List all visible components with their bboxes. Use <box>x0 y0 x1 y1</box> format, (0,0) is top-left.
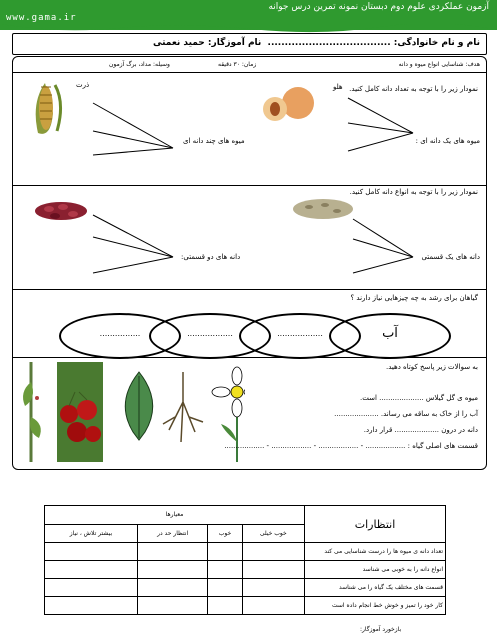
grade-cell[interactable] <box>44 596 138 615</box>
section1-instruction: نمودار زیر را با توجه به تعداد دانه کامل… <box>349 85 478 93</box>
grade-cell[interactable] <box>136 596 209 615</box>
grade-cell[interactable] <box>241 542 306 561</box>
level-header: انتظار حد در <box>136 523 209 543</box>
grade-cell[interactable] <box>136 560 209 579</box>
level-header: بیشتر تلاش ، نیاز <box>44 523 138 543</box>
vine-icon <box>23 362 41 462</box>
student-name-label: نام و نام خانوادگی: ....................… <box>267 38 480 48</box>
peach-label: هلو <box>333 83 343 91</box>
plant-images <box>23 362 245 462</box>
time-text: زمان: ۳۰ دقیقه <box>218 61 257 68</box>
one-part-seeds-label: دانه های یک قسمتی <box>421 253 480 261</box>
divider <box>13 72 486 73</box>
question-1: میوه ی گل گیلاس .................... است… <box>360 394 478 402</box>
expectation-row-label: قسمت های مختلف یک گیاه را می شناسد <box>304 578 446 597</box>
grade-cell[interactable] <box>207 596 243 615</box>
roots-icon <box>162 372 204 443</box>
single-seed-label: میوه های یک دانه ای : <box>415 137 480 145</box>
level-header: خوب <box>207 523 243 543</box>
needs-ovals: ................ .................. ....… <box>59 313 451 359</box>
corn-icon <box>35 83 62 134</box>
banner-title: آزمون عملکردی علوم دوم دبستان نمونه تمری… <box>268 2 489 12</box>
banner-wave <box>0 24 497 33</box>
question-4: قسمت های اصلی گیاه : .................. … <box>224 442 478 450</box>
grade-cell[interactable] <box>136 542 209 561</box>
tools-text: وسیله: مداد، برگ آزمون <box>109 61 170 68</box>
grade-cell[interactable] <box>241 578 306 597</box>
cherries-icon <box>57 362 103 462</box>
header-banner <box>0 0 497 33</box>
section2-diagram <box>35 199 414 274</box>
expectation-row-label: انواع دانه را به خوبی می شناسد <box>304 560 446 579</box>
expectations-header: انتظارات <box>304 505 446 543</box>
question-3: دانه در درون .................... قرار د… <box>363 426 478 434</box>
teacher-feedback-label: بازخورد آموزگار: <box>360 626 402 633</box>
section1-diagram <box>35 83 414 156</box>
expectation-row-label: کار خود را تمیز و خوش خط انجام داده است <box>304 596 446 615</box>
grade-cell[interactable] <box>207 560 243 579</box>
level-header: خوب خیلی <box>241 523 306 543</box>
grade-cell[interactable] <box>207 578 243 597</box>
worksheet-box: هدف: شناسایی انواع میوه و دانه زمان: ۳۰ … <box>12 56 487 470</box>
teacher-name-label: نام آموزگار: حمید نعمتی <box>153 38 262 48</box>
grade-cell[interactable] <box>44 560 138 579</box>
grade-cell[interactable] <box>44 578 138 597</box>
divider <box>13 185 486 186</box>
corn-label: ذرت <box>76 81 90 89</box>
grade-cell[interactable] <box>136 578 209 597</box>
beans-icon <box>35 202 87 220</box>
section3-instruction: گیاهان برای رشد به چه چیزهایی نیاز دارند… <box>350 294 478 302</box>
divider <box>13 357 486 358</box>
evaluation-table: انتظارات معیارها خوب خیلی خوب انتظار حد … <box>44 505 446 627</box>
grade-cell[interactable] <box>241 560 306 579</box>
grade-cell[interactable] <box>241 596 306 615</box>
goal-text: هدف: شناسایی انواع میوه و دانه <box>398 61 480 68</box>
question-2: آب را از خاک به ساقه می رساند. .........… <box>334 410 478 418</box>
grains-icon <box>293 199 353 219</box>
two-part-seeds-label: دانه های دو قسمتی: <box>181 253 241 261</box>
grade-cell[interactable] <box>207 542 243 561</box>
peach-icon <box>263 87 314 121</box>
divider <box>13 289 486 290</box>
site-url: www.gama.ir <box>6 13 77 23</box>
name-bar: نام و نام خانوادگی: ....................… <box>12 33 487 55</box>
grade-cell[interactable] <box>44 542 138 561</box>
section4-instruction: به سوالات زیر پاسخ کوتاه دهید. <box>385 363 478 371</box>
criteria-header: معیارها <box>44 505 305 525</box>
multi-seed-label: میوه های چند دانه ای <box>183 137 245 145</box>
water-oval: آب <box>329 313 451 359</box>
section2-instruction: نمودار زیر را با توجه به انواع دانه کامل… <box>349 188 478 196</box>
expectation-row-label: تعداد دانه ی میوه ها را درست شناسایی می … <box>304 542 446 561</box>
flower-icon <box>211 366 245 462</box>
leaf-icon <box>124 371 154 441</box>
